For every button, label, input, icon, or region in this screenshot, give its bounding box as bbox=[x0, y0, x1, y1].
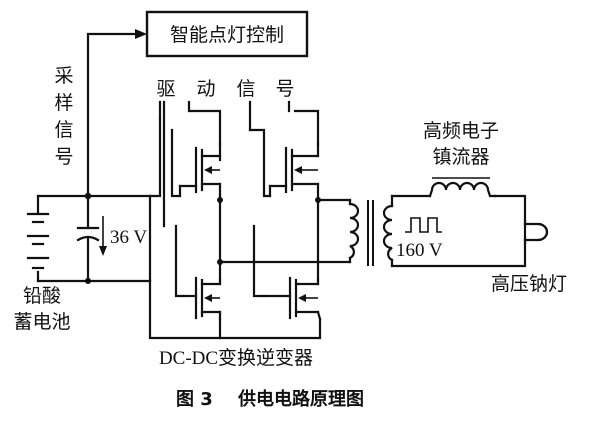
arrow-icon bbox=[135, 29, 147, 39]
mosfet-upper-left bbox=[178, 146, 222, 198]
figure-caption: 图 3 供电电路原理图 bbox=[176, 388, 364, 410]
lamp-icon bbox=[523, 222, 549, 242]
junction-dot bbox=[315, 197, 321, 203]
voltage-arrow-icon bbox=[99, 216, 107, 256]
battery-icon bbox=[26, 212, 50, 270]
drive-signal-char-2: 动 bbox=[196, 78, 215, 100]
junction-dot bbox=[217, 259, 223, 265]
battery-circuit: 36 V bbox=[26, 194, 152, 284]
controller-label: 智能点灯控制 bbox=[170, 24, 284, 46]
battery-label: 铅酸 蓄电池 bbox=[13, 285, 70, 333]
sample-signal-char-3: 信 bbox=[54, 119, 73, 141]
battery-voltage-label: 36 V bbox=[110, 227, 147, 248]
sample-signal-char-1: 采 bbox=[54, 65, 73, 87]
mosfet-lower-left bbox=[182, 276, 222, 321]
sample-feedback-wire bbox=[84, 29, 147, 200]
battery-label-line1: 铅酸 bbox=[23, 285, 61, 307]
drive-signal-char-4: 号 bbox=[275, 78, 294, 100]
inverter-label: DC-DC变换逆变器 bbox=[159, 347, 313, 369]
lamp-label: 高压钠灯 bbox=[491, 273, 567, 295]
drive-signal-label: 驱 动 信 号 bbox=[156, 78, 294, 100]
sample-signal-char-4: 号 bbox=[54, 146, 73, 168]
sample-signal-char-2: 样 bbox=[54, 92, 73, 114]
battery-label-line2: 蓄电池 bbox=[13, 311, 70, 333]
pulse-waveform-icon bbox=[405, 217, 442, 233]
transformer-icon bbox=[348, 194, 394, 268]
output-circuit bbox=[390, 177, 527, 268]
inductor-icon bbox=[428, 177, 497, 198]
drive-signal-char-3: 信 bbox=[236, 78, 255, 100]
ballast-label-line1: 高频电子 bbox=[423, 120, 499, 142]
drive-signal-char-1: 驱 bbox=[156, 78, 175, 100]
sample-signal-label: 采 样 信 号 bbox=[54, 65, 73, 168]
ballast-label: 高频电子 镇流器 bbox=[423, 120, 499, 168]
capacitor-icon bbox=[76, 194, 100, 283]
mosfet-lower-right bbox=[262, 276, 322, 321]
junction-dot bbox=[85, 278, 91, 284]
mosfet-upper-right bbox=[268, 142, 320, 202]
caption-title: 供电电路原理图 bbox=[237, 388, 364, 410]
inverter-circuit bbox=[148, 100, 352, 340]
waveform-voltage-label: 160 V bbox=[396, 240, 443, 261]
controller-block: 智能点灯控制 bbox=[145, 10, 309, 58]
junction-dot bbox=[217, 197, 223, 203]
caption-number: 图 3 bbox=[176, 389, 213, 410]
ballast-label-line2: 镇流器 bbox=[432, 146, 489, 168]
